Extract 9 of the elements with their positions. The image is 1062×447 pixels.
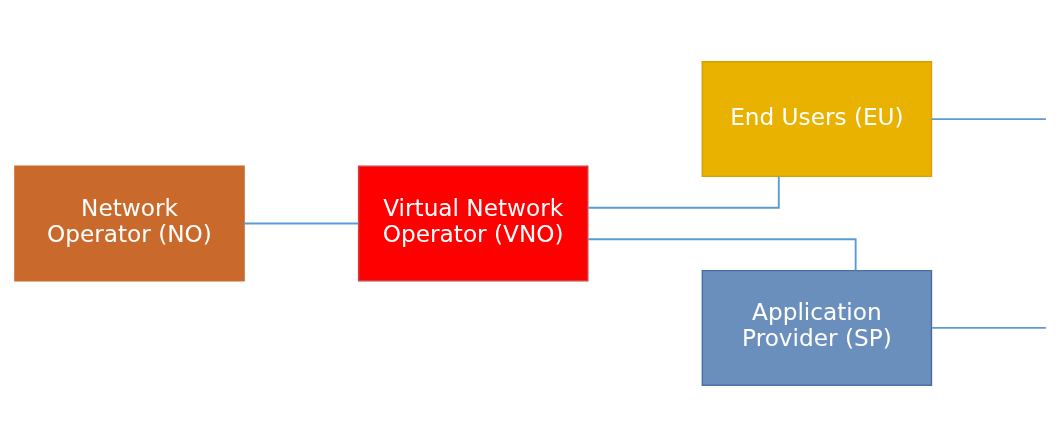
connector [587,238,857,272]
node-box: Network Operator (NO) [14,165,245,282]
connector [586,175,780,209]
node-box: Application Provider (SP) [701,269,933,386]
connector [930,326,1047,329]
node-box: End Users (EU) [701,61,933,178]
connector [243,222,360,225]
connector [930,118,1047,121]
node-box: Virtual Network Operator (VNO) [357,165,589,282]
